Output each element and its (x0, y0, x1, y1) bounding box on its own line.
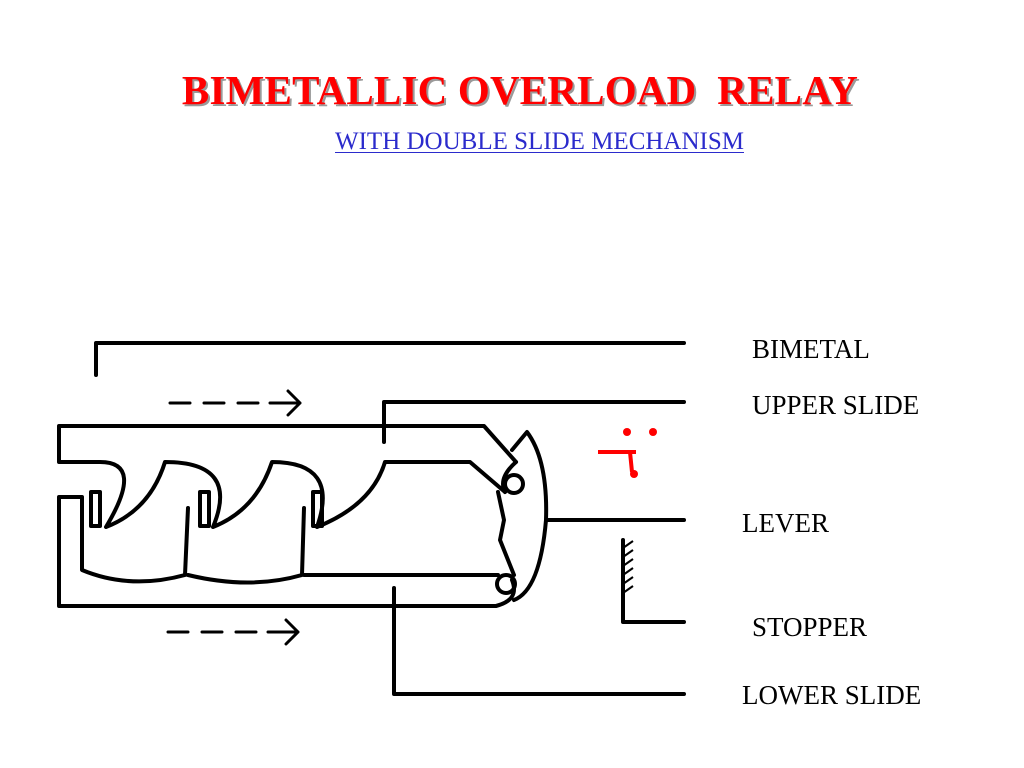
label-upper-slide: UPPER SLIDE (752, 390, 920, 420)
label-stopper: STOPPER (752, 612, 868, 642)
lever-upper-pivot (503, 473, 525, 495)
stopper-hatching (622, 540, 634, 594)
bimetal-strip-3 (311, 490, 324, 528)
trip-contact-mark (598, 450, 636, 473)
lower-direction-arrow (166, 618, 300, 646)
slide-subtitle: WITH DOUBLE SLIDE MECHANISM (335, 128, 744, 155)
stopper (621, 538, 686, 624)
label-lever: LEVER (742, 508, 829, 538)
lever-notch (496, 490, 516, 577)
lower-slide-bar (57, 495, 516, 608)
bimetal-strip-2 (198, 490, 211, 528)
bimetal-rail (94, 341, 686, 377)
slide-title: BIMETALLIC OVERLOAD RELAY (181, 67, 859, 113)
bimetal-strip-1 (89, 490, 102, 528)
upper-slide-bar (57, 400, 686, 529)
label-lower-slide: LOWER SLIDE (742, 680, 922, 710)
trip-contact-dots (623, 428, 657, 478)
lower-slide-rail (392, 586, 686, 696)
upper-direction-arrow (168, 389, 302, 417)
label-bimetal: BIMETAL (752, 334, 870, 364)
